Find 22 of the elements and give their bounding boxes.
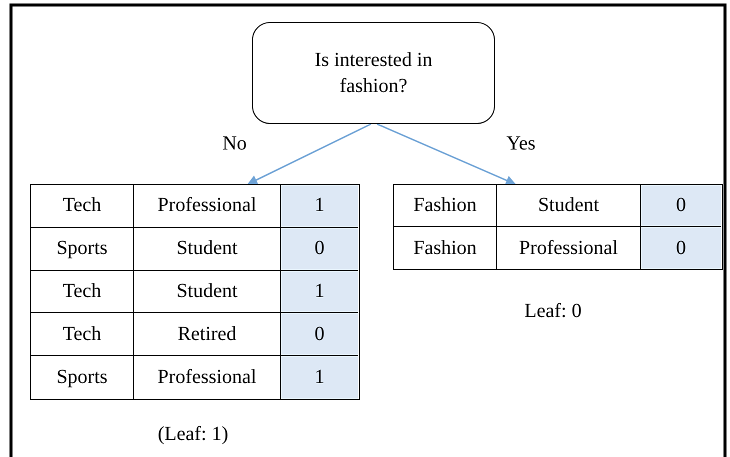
table-cell: Tech bbox=[31, 270, 134, 314]
table-cell: 0 bbox=[641, 227, 721, 269]
table-cell: 1 bbox=[281, 356, 358, 399]
table-cell: Fashion bbox=[394, 227, 497, 269]
leaf-caption: (Leaf: 1) bbox=[158, 423, 228, 446]
table-cell: Sports bbox=[31, 228, 134, 271]
table-cell: 0 bbox=[641, 185, 721, 227]
decision-box bbox=[252, 22, 495, 124]
data-table bbox=[30, 184, 360, 400]
table-cell: Tech bbox=[31, 185, 134, 228]
table-cell: Sports bbox=[31, 356, 134, 399]
table-cell: Tech bbox=[31, 313, 134, 356]
table-cell: 1 bbox=[281, 270, 358, 314]
table-cell: 1 bbox=[281, 185, 358, 228]
table-cell: 0 bbox=[281, 228, 358, 271]
decision-text: Is interested in fashion? bbox=[314, 48, 434, 99]
arrow bbox=[247, 123, 372, 185]
arrow bbox=[376, 123, 516, 185]
leaf-caption: Leaf: 0 bbox=[524, 300, 582, 323]
table-cell: Fashion bbox=[394, 185, 497, 227]
table-cell: 0 bbox=[281, 313, 358, 356]
data-table bbox=[393, 184, 723, 270]
